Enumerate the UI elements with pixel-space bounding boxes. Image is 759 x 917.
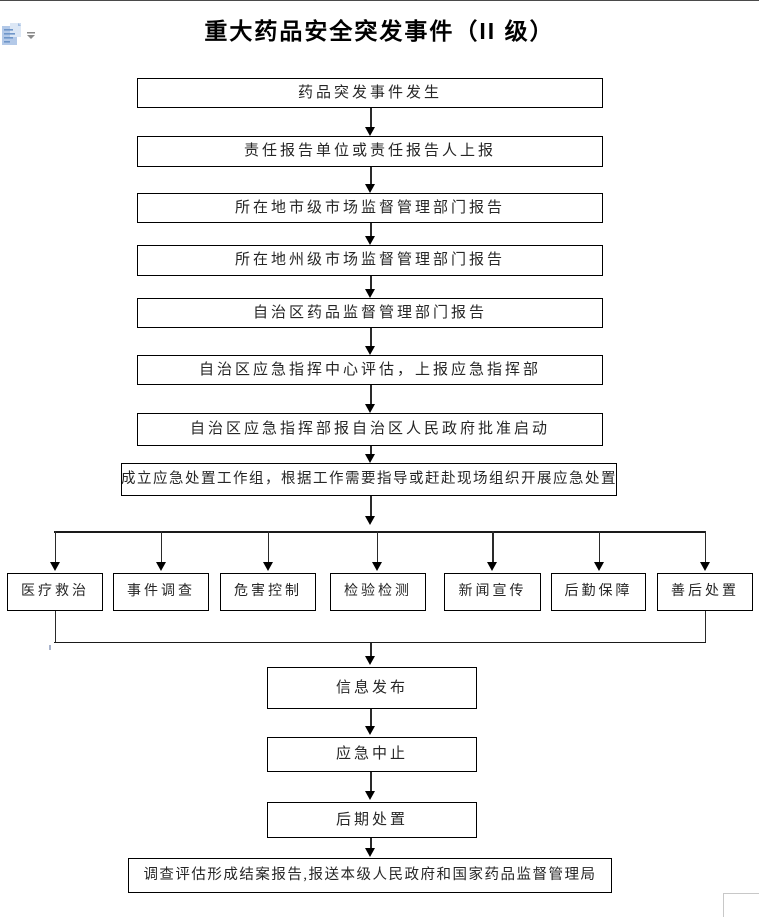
flow-step-responsible-report: 责任报告单位或责任报告人上报 (137, 136, 603, 167)
connector-line (370, 838, 372, 849)
flow-step-command-center-assess: 自治区应急指挥中心评估，上报应急指挥部 (137, 355, 603, 385)
arrow-down-icon (594, 562, 604, 571)
connector-line (267, 531, 269, 562)
arrow-down-icon (365, 346, 375, 355)
page-top-border (0, 0, 759, 1)
connector-line (370, 385, 372, 405)
arrow-down-icon (365, 516, 375, 525)
connector-line (376, 531, 378, 562)
connector-line (54, 531, 56, 562)
connector-line (370, 772, 372, 792)
connector-line (160, 531, 162, 562)
connector-line (54, 611, 56, 643)
flow-step-incident-occurs: 药品突发事件发生 (137, 78, 603, 108)
connector-line (492, 531, 494, 562)
arrow-down-icon (365, 791, 375, 800)
connector-line (370, 223, 372, 237)
arrow-down-icon (365, 184, 375, 193)
task-news-publicity: 新闻宣传 (444, 573, 541, 611)
flow-step-government-approval: 自治区应急指挥部报自治区人民政府批准启动 (137, 413, 603, 446)
arrow-down-icon (365, 656, 375, 665)
page-corner-mark (723, 893, 759, 894)
step-final-report: 调查评估形成结案报告,报送本级人民政府和国家药品监督管理局 (128, 858, 612, 893)
arrow-down-icon (50, 562, 60, 571)
connector-line (598, 531, 600, 562)
branch-line (54, 531, 706, 533)
step-emergency-termination: 应急中止 (267, 737, 477, 772)
connector-line (370, 328, 372, 347)
connector-line (370, 643, 372, 657)
connector-line (370, 276, 372, 290)
task-incident-investigation: 事件调查 (113, 573, 209, 611)
arrow-down-icon (156, 562, 166, 571)
flow-step-city-level-report: 所在地市级市场监督管理部门报告 (137, 193, 603, 223)
arrow-down-icon (372, 562, 382, 571)
chevron-down-icon[interactable] (27, 32, 35, 39)
page-corner-mark (723, 893, 724, 917)
task-medical-rescue: 医疗救治 (7, 573, 103, 611)
connector-line (370, 108, 372, 128)
connector-line (704, 611, 706, 643)
connector-line (370, 167, 372, 185)
page-title: 重大药品安全突发事件（II 级） (204, 18, 555, 44)
step-info-release: 信息发布 (267, 667, 477, 709)
flow-step-prefecture-report: 所在地州级市场监督管理部门报告 (137, 245, 603, 276)
arrow-down-icon (365, 236, 375, 245)
arrow-down-icon (487, 562, 497, 571)
flow-step-setup-workgroups: 成立应急处置工作组，根据工作需要指导或赶赴现场组织开展应急处置 (121, 463, 617, 496)
paste-options-button[interactable] (2, 23, 44, 49)
arrow-down-icon (365, 289, 375, 298)
arrow-down-icon (365, 454, 375, 463)
merge-line (54, 641, 706, 643)
connector-line (370, 496, 372, 517)
flow-step-region-drug-admin: 自治区药品监督管理部门报告 (137, 298, 603, 328)
connector-line (370, 709, 372, 727)
task-logistics-support: 后勤保障 (551, 573, 646, 611)
task-hazard-control: 危害控制 (220, 573, 316, 611)
arrow-down-icon (365, 404, 375, 413)
arrow-down-icon (365, 726, 375, 735)
task-aftermath-disposal: 善后处置 (657, 573, 753, 611)
connector-line (370, 446, 372, 455)
step-later-disposal: 后期处置 (267, 802, 477, 838)
arrow-down-icon (365, 127, 375, 136)
arrow-down-icon (263, 562, 273, 571)
arrow-down-icon (700, 562, 710, 571)
arrow-down-icon (365, 848, 375, 857)
clipboard-paste-icon (2, 23, 35, 45)
connector-line (704, 531, 706, 562)
task-inspection-testing: 检验检测 (330, 573, 426, 611)
stray-mark (49, 645, 51, 650)
